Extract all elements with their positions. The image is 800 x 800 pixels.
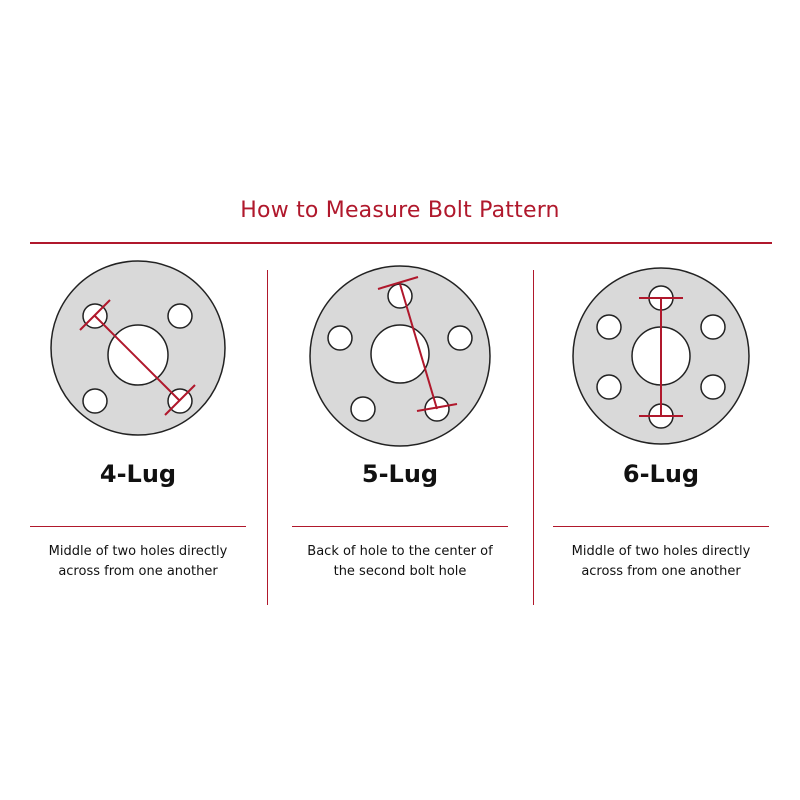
bolt-hole [596,314,622,340]
measurement-caption: Middle of two holes directly across from… [24,542,252,582]
bolt-hole [700,374,726,400]
panel-divider [292,526,508,527]
measurement-tick [377,276,419,290]
caption-line: across from one another [58,564,218,579]
bolt-hole [167,303,193,329]
title-divider [30,242,772,244]
bolt-hole [700,314,726,340]
caption-line: Back of hole to the center of [307,544,493,559]
bolt-hole [596,374,622,400]
page-title: How to Measure Bolt Pattern [240,198,560,223]
caption-line: the second bolt hole [333,564,467,579]
measurement-caption: Middle of two holes directly across from… [547,542,775,582]
panel-4-lug: 4-Lug Middle of two holes directly acros… [30,260,246,600]
caption-line: Middle of two holes directly [48,544,228,559]
caption-line: across from one another [581,564,741,579]
panel-divider [30,526,246,527]
measurement-tick [416,403,458,412]
lug-label: 6-Lug [622,460,700,488]
column-divider-2 [533,270,534,605]
panel-6-lug: 6-Lug Middle of two holes directly acros… [553,260,769,600]
5-lug-wheel-diagram [309,265,491,447]
measurement-tick [164,384,196,416]
4-lug-wheel-diagram [50,260,226,436]
measurement-line [94,315,181,402]
lug-label: 4-Lug [99,460,177,488]
measurement-caption: Back of hole to the center of the second… [286,542,514,582]
panel-divider [553,526,769,527]
measurement-tick [79,299,111,331]
lug-label: 5-Lug [361,460,439,488]
bolt-hole [327,325,353,351]
panel-5-lug: 5-Lug Back of hole to the center of the … [292,260,508,600]
bolt-hole [350,396,376,422]
caption-line: Middle of two holes directly [571,544,751,559]
6-lug-wheel-diagram [572,267,750,445]
bolt-hole [387,283,413,309]
center-bore [370,324,430,384]
measurement-line [399,283,438,410]
column-divider-1 [267,270,268,605]
center-bore [107,324,169,386]
bolt-hole [82,388,108,414]
bolt-hole [447,325,473,351]
